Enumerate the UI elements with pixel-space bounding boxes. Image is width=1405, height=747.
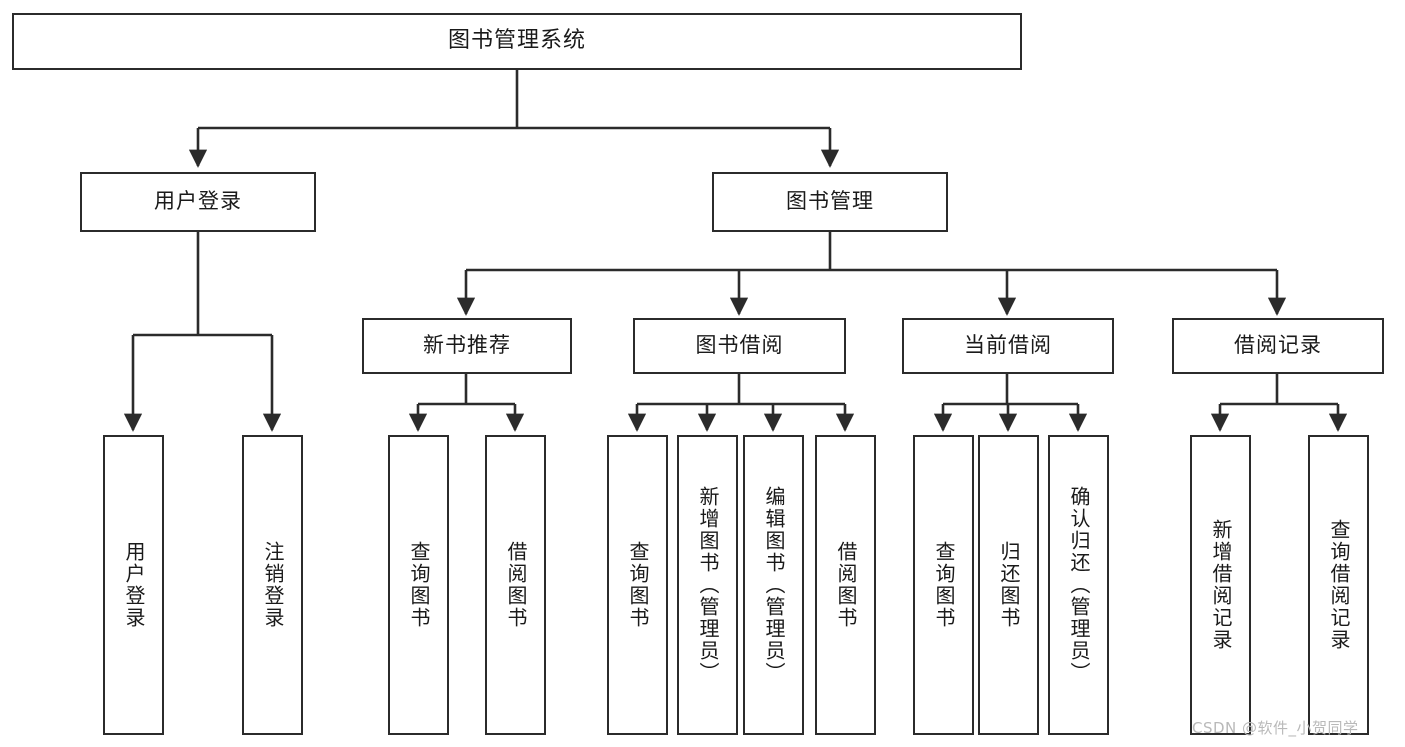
node-book-management[interactable]: 图书管理 xyxy=(712,172,948,232)
node-label: 用户登录 xyxy=(154,189,242,214)
node-label: 查询图书 xyxy=(626,541,650,629)
node-leaf-user-login[interactable]: 用户登录 xyxy=(103,435,164,735)
node-leaf-query-book-3[interactable]: 查询图书 xyxy=(913,435,974,735)
node-label: 新书推荐 xyxy=(423,333,511,358)
node-label: 查询图书 xyxy=(407,541,431,629)
node-current-borrow[interactable]: 当前借阅 xyxy=(902,318,1114,374)
node-label: 新增图书（管理员） xyxy=(696,486,720,684)
node-user-login[interactable]: 用户登录 xyxy=(80,172,316,232)
node-label: 查询借阅记录 xyxy=(1327,519,1351,651)
node-leaf-query-record[interactable]: 查询借阅记录 xyxy=(1308,435,1369,735)
node-leaf-borrow-book-1[interactable]: 借阅图书 xyxy=(485,435,546,735)
node-label: 借阅图书 xyxy=(504,541,528,629)
node-book-borrow[interactable]: 图书借阅 xyxy=(633,318,846,374)
node-new-book-recommend[interactable]: 新书推荐 xyxy=(362,318,572,374)
node-leaf-edit-book[interactable]: 编辑图书（管理员） xyxy=(743,435,804,735)
node-label: 借阅记录 xyxy=(1234,333,1322,358)
node-label: 归还图书 xyxy=(997,541,1021,629)
node-leaf-add-book[interactable]: 新增图书（管理员） xyxy=(677,435,738,735)
node-label: 图书管理 xyxy=(786,189,874,214)
node-leaf-borrow-book-2[interactable]: 借阅图书 xyxy=(815,435,876,735)
node-label: 用户登录 xyxy=(122,541,146,629)
node-label: 查询图书 xyxy=(932,541,956,629)
node-label: 编辑图书（管理员） xyxy=(762,486,786,684)
node-label: 借阅图书 xyxy=(834,541,858,629)
csdn-watermark: CSDN @软件_小贺同学 xyxy=(1192,719,1359,737)
node-leaf-query-book-2[interactable]: 查询图书 xyxy=(607,435,668,735)
node-borrow-record[interactable]: 借阅记录 xyxy=(1172,318,1384,374)
node-leaf-logout[interactable]: 注销登录 xyxy=(242,435,303,735)
node-label: 当前借阅 xyxy=(964,333,1052,358)
node-label: 注销登录 xyxy=(261,541,285,629)
node-leaf-return-book[interactable]: 归还图书 xyxy=(978,435,1039,735)
node-label: 新增借阅记录 xyxy=(1209,519,1233,651)
node-leaf-query-book-1[interactable]: 查询图书 xyxy=(388,435,449,735)
node-label: 图书管理系统 xyxy=(447,28,586,54)
node-label: 确认归还（管理员） xyxy=(1067,486,1091,684)
node-root-book-management-system[interactable]: 图书管理系统 xyxy=(12,13,1022,70)
node-label: 图书借阅 xyxy=(695,333,784,358)
node-leaf-add-record[interactable]: 新增借阅记录 xyxy=(1190,435,1251,735)
node-leaf-confirm-return[interactable]: 确认归还（管理员） xyxy=(1048,435,1109,735)
